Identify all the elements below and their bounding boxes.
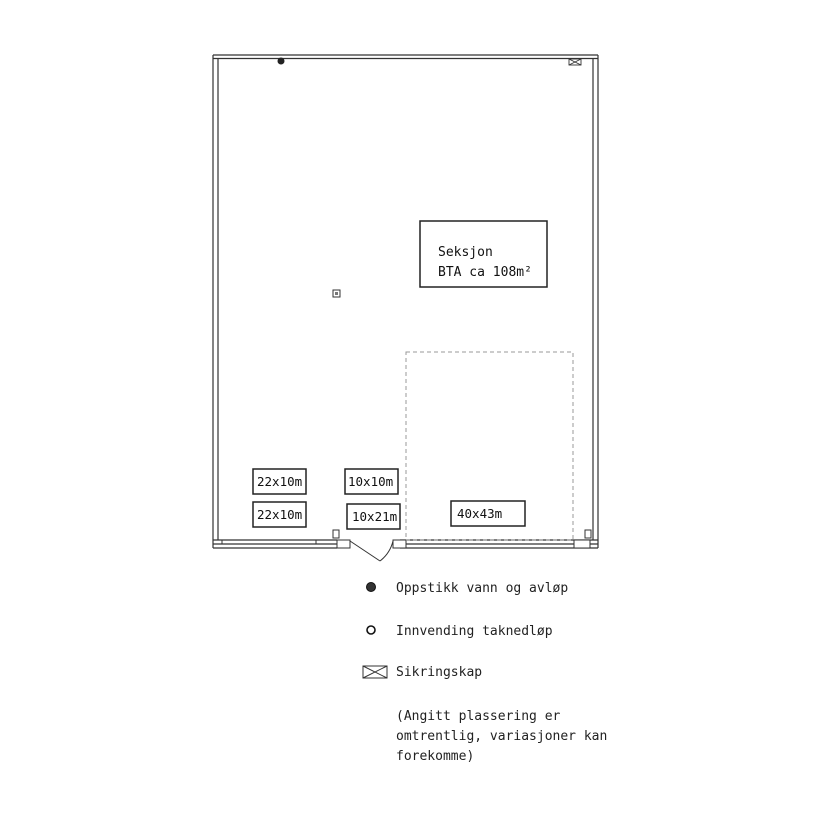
legend-note-line1: (Angitt plassering er: [396, 709, 561, 724]
legend-water: Oppstikk vann og avløp: [396, 581, 568, 596]
legend-note-line2: omtrentlig, variasjoner kan: [396, 729, 607, 744]
open-circle-icon: [366, 625, 376, 635]
legend-note-line3: forekomme): [396, 749, 474, 764]
water-outlet-icon: [277, 57, 285, 65]
opening-label: 22x10m: [257, 507, 302, 522]
legend: Oppstikk vann og avløp Innvending takned…: [362, 581, 607, 764]
door: [349, 540, 394, 562]
building-walls: [212, 54, 599, 549]
opening-label: 22x10m: [257, 474, 302, 489]
section-label-box: [419, 220, 548, 288]
fuse-box-icon: [568, 58, 582, 66]
opening-label: 10x21m: [352, 509, 397, 524]
section-title: Seksjon: [438, 245, 493, 260]
section-area: BTA ca 108m²: [438, 265, 532, 280]
opening-labels: 22x10m 22x10m 10x10m 10x21m 40x43m: [252, 468, 526, 530]
legend-drain: Innvending taknedløp: [396, 624, 553, 639]
legend-fuse: Sikringskap: [396, 665, 482, 680]
opening-label: 40x43m: [457, 506, 502, 521]
dashed-zone: [405, 351, 574, 541]
crossed-box-icon: [362, 665, 388, 679]
opening-label: 10x10m: [348, 474, 393, 489]
filled-circle-icon: [366, 582, 376, 592]
